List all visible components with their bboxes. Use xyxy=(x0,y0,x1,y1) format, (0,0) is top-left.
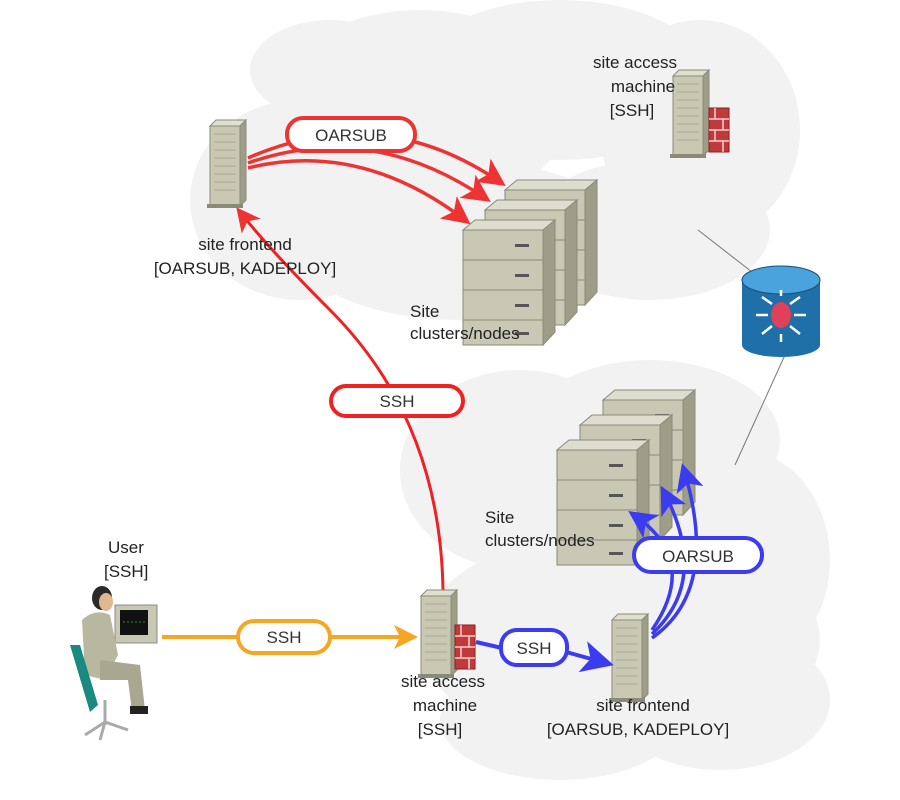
svg-text:OARSUB: OARSUB xyxy=(315,126,387,145)
svg-text:OARSUB: OARSUB xyxy=(662,547,734,566)
top-router-link xyxy=(697,229,753,273)
bottom-access-label-3: [SSH] xyxy=(418,720,462,739)
bottom-access-label-1: site access xyxy=(401,672,485,691)
user-ssh-badge: SSH xyxy=(236,619,332,655)
bottom-frontend-services: [OARSUB, KADEPLOY] xyxy=(547,720,729,739)
bottom-ssh-badge: SSH xyxy=(499,628,569,667)
bottom-nodes-label-1: Site xyxy=(485,508,514,527)
user-workstation-icon xyxy=(70,586,158,741)
bottom-oarsub-badge: OARSUB xyxy=(632,536,764,574)
top-access-label-1: site access xyxy=(593,53,677,72)
svg-text:SSH: SSH xyxy=(267,628,302,647)
bottom-site-frontend-server-icon xyxy=(608,613,649,703)
inter-site-ssh-badge: SSH xyxy=(329,384,465,418)
top-access-label-2: machine xyxy=(611,77,675,96)
top-access-label-3: [SSH] xyxy=(610,101,654,120)
top-nodes-label-2: clusters/nodes xyxy=(410,324,520,343)
top-frontend-label: site frontend xyxy=(198,235,292,254)
top-nodes-label-1: Site xyxy=(410,302,439,321)
inter-site-ssh-link xyxy=(236,207,445,591)
svg-text:SSH: SSH xyxy=(517,639,552,658)
bottom-access-label-2: machine xyxy=(413,696,477,715)
router-icon xyxy=(741,265,821,357)
user-protocol-label: [SSH] xyxy=(104,562,148,581)
top-oarsub-badge: OARSUB xyxy=(285,116,417,153)
bottom-ssh-link xyxy=(475,642,606,663)
bottom-nodes-label-2: clusters/nodes xyxy=(485,531,595,550)
bottom-router-link xyxy=(734,354,786,466)
bottom-frontend-label: site frontend xyxy=(596,696,690,715)
svg-text:SSH: SSH xyxy=(380,392,415,411)
user-label: User xyxy=(108,538,144,557)
top-frontend-services: [OARSUB, KADEPLOY] xyxy=(154,259,336,278)
top-site-frontend-server-icon xyxy=(206,119,247,209)
